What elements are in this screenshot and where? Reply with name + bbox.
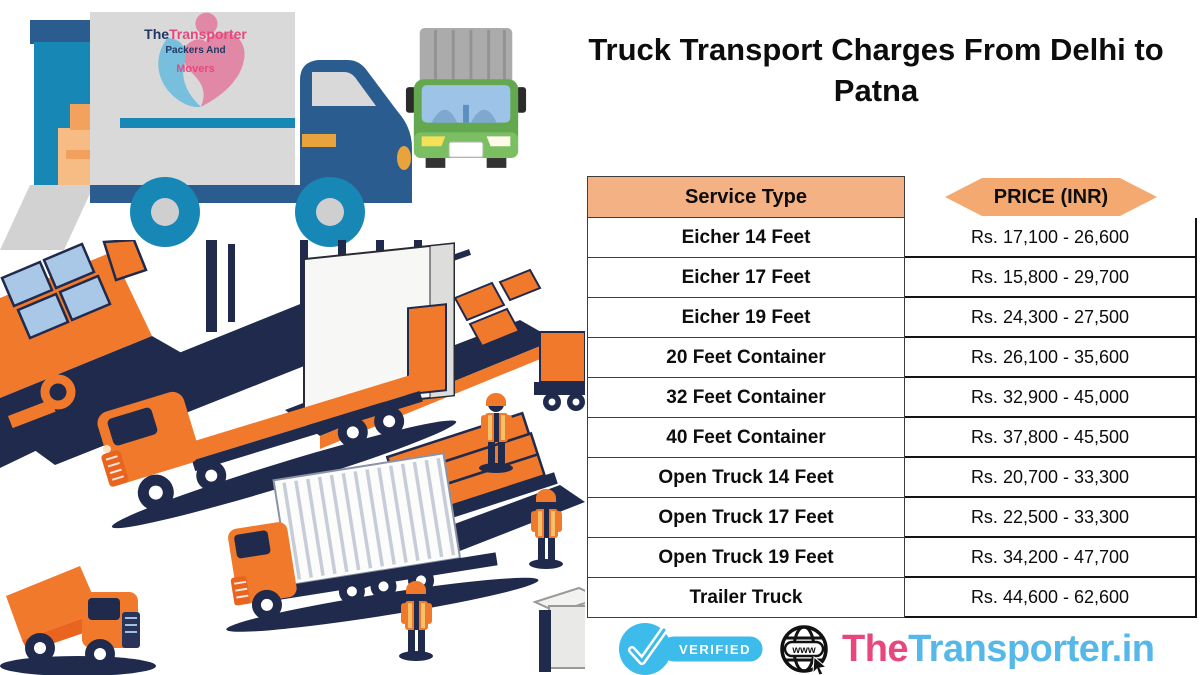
green-truck-front-icon — [405, 28, 527, 168]
logo-brand-line: TheTransporter — [144, 26, 247, 42]
price-cell: Rs. 17,100 - 26,600 — [905, 218, 1195, 258]
service-cell: Eicher 17 Feet — [587, 258, 905, 298]
service-cell: Open Truck 19 Feet — [587, 538, 905, 578]
service-cell: 20 Feet Container — [587, 338, 905, 378]
small-truck-icon — [0, 566, 156, 675]
crate-dock-icon — [0, 240, 208, 468]
service-cell: Eicher 14 Feet — [587, 218, 905, 258]
logo-movers-line: Movers — [176, 62, 215, 75]
warehouse-logistics-illustration — [0, 240, 585, 675]
worker-icon — [529, 489, 563, 569]
price-header: PRICE (INR) — [905, 176, 1197, 218]
price-cell: Rs. 26,100 - 35,600 — [905, 338, 1195, 378]
service-cell: Open Truck 14 Feet — [587, 458, 905, 498]
service-type-header: Service Type — [587, 176, 905, 218]
cart-icon — [532, 586, 585, 672]
wordmark-the: The — [842, 627, 909, 670]
footer-branding: VERIFIED www TheTransporter.in — [618, 622, 1155, 675]
price-cell: Rs. 32,900 - 45,000 — [905, 378, 1195, 418]
globe-www-icon: www — [780, 625, 828, 675]
packers-movers-logo: TheTransporter Packers And Movers — [118, 26, 273, 76]
price-header-label: PRICE (INR) — [993, 185, 1109, 208]
price-cell: Rs. 24,300 - 27,500 — [905, 298, 1195, 338]
logo-packers-line: Packers And — [165, 44, 226, 56]
price-cell: Rs. 20,700 - 33,300 — [905, 458, 1195, 498]
worker-icon — [479, 393, 513, 473]
page-title: Truck Transport Charges From Delhi to Pa… — [588, 32, 1164, 108]
verified-check-badge-icon: VERIFIED — [619, 623, 766, 675]
service-cell: 40 Feet Container — [587, 418, 905, 458]
svg-text:VERIFIED: VERIFIED — [679, 642, 751, 657]
price-hexagon-badge-icon — [945, 178, 1157, 216]
svg-text:www: www — [791, 645, 816, 656]
service-cell: 32 Feet Container — [587, 378, 905, 418]
semi-truck-icon — [97, 373, 457, 529]
price-cell: Rs. 34,200 - 47,700 — [905, 538, 1195, 578]
price-cell: Rs. 44,600 - 62,600 — [905, 578, 1195, 618]
site-wordmark: TheTransporter.in — [842, 627, 1155, 671]
service-cell: Trailer Truck — [587, 578, 905, 618]
partial-truck-icon — [534, 331, 585, 411]
wordmark-transporter-in: Transporter.in — [908, 627, 1155, 670]
price-cell: Rs. 22,500 - 33,300 — [905, 498, 1195, 538]
service-cell: Eicher 19 Feet — [587, 298, 905, 338]
price-cell: Rs. 15,800 - 29,700 — [905, 258, 1195, 298]
service-cell: Open Truck 17 Feet — [587, 498, 905, 538]
container-truck-icon — [226, 452, 539, 632]
moving-truck-illustration — [0, 12, 412, 250]
price-cell: Rs. 37,800 - 45,500 — [905, 418, 1195, 458]
packers-movers-logo-icon — [158, 12, 245, 108]
worker-icon — [399, 581, 433, 661]
